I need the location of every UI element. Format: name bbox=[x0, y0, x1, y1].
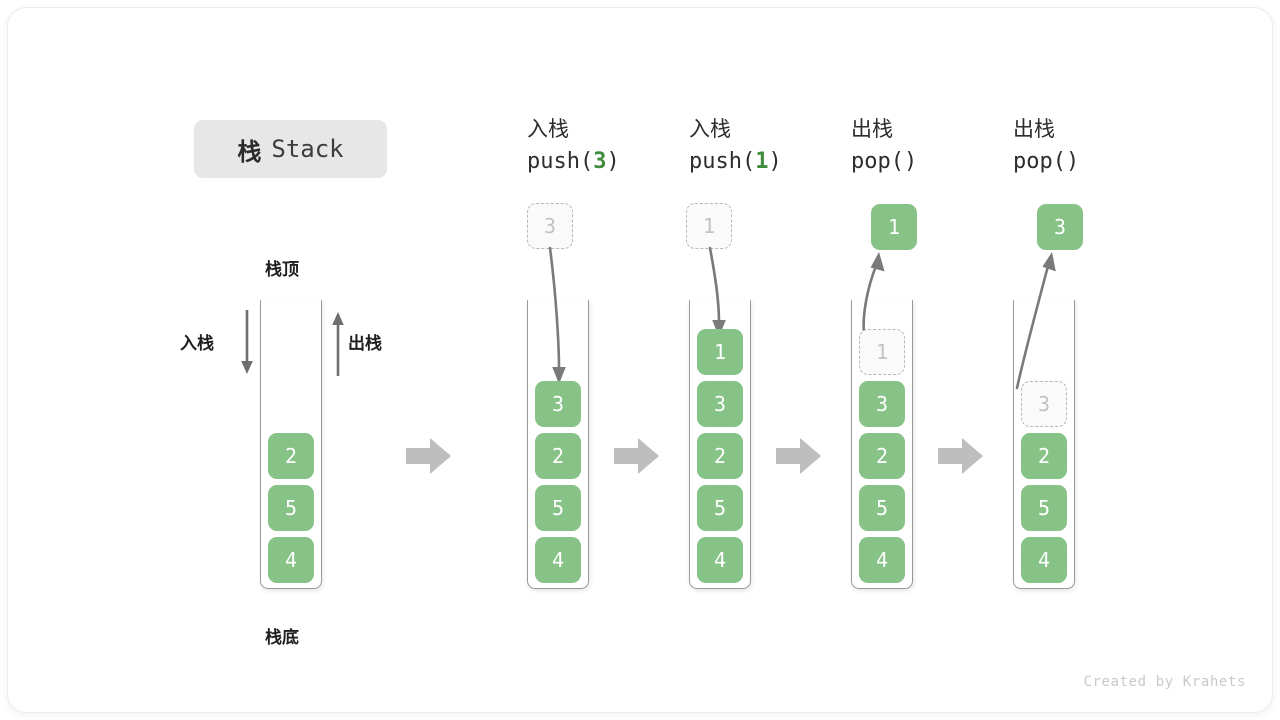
stack-cell: 5 bbox=[535, 485, 581, 531]
watermark: Created by Krahets bbox=[1083, 674, 1246, 690]
stack-cell: 4 bbox=[1021, 537, 1067, 583]
column-header-push-1: 入栈 push(1) bbox=[689, 116, 889, 177]
title-cn: 栈 bbox=[237, 137, 262, 166]
step-arrow-3 bbox=[776, 436, 822, 476]
incoming-value-ghost: 3 bbox=[527, 203, 573, 249]
incoming-value-ghost: 1 bbox=[686, 203, 732, 249]
stack-cell: 5 bbox=[268, 485, 314, 531]
stack-container-push-1 bbox=[689, 300, 751, 589]
step-arrow-2 bbox=[614, 436, 660, 476]
stack-cell: 2 bbox=[1021, 433, 1067, 479]
stack-cell: 4 bbox=[268, 537, 314, 583]
stack-top-label: 栈顶 bbox=[265, 260, 299, 280]
stack-cell: 2 bbox=[535, 433, 581, 479]
column-header-pop-2: 出栈 pop() bbox=[1013, 116, 1213, 177]
code-number: 3 bbox=[593, 149, 607, 175]
stack-bottom-label: 栈底 bbox=[265, 628, 299, 648]
push-direction-arrow bbox=[237, 308, 257, 378]
stack-cell-ghost: 3 bbox=[1021, 381, 1067, 427]
title-badge: 栈 Stack bbox=[194, 120, 387, 178]
stack-cell: 3 bbox=[697, 381, 743, 427]
stack-cell: 4 bbox=[859, 537, 905, 583]
stack-cell: 2 bbox=[859, 433, 905, 479]
column-header-code: push(3) bbox=[527, 149, 620, 175]
pop-flow-arrow-1 bbox=[848, 248, 918, 338]
column-header-code: pop() bbox=[851, 149, 918, 175]
column-header-cn: 出栈 bbox=[1013, 117, 1055, 141]
stack-container-push-3 bbox=[527, 300, 589, 589]
stack-cell: 5 bbox=[697, 485, 743, 531]
stack-cell: 5 bbox=[1021, 485, 1067, 531]
diagram-card: 栈 Stack 入栈 push(3) 入栈 push(1) 出栈 pop() 出… bbox=[8, 8, 1272, 712]
column-header-code: push(1) bbox=[689, 149, 782, 175]
stack-cell: 1 bbox=[697, 329, 743, 375]
stack-cell: 2 bbox=[697, 433, 743, 479]
column-header-cn: 入栈 bbox=[527, 117, 569, 141]
column-header-cn: 入栈 bbox=[689, 117, 731, 141]
pop-flow-arrow-3 bbox=[1003, 248, 1083, 393]
stack-container-pop-2 bbox=[1013, 300, 1075, 589]
stack-cell: 4 bbox=[535, 537, 581, 583]
stack-cell: 3 bbox=[535, 381, 581, 427]
stack-cell: 4 bbox=[697, 537, 743, 583]
pop-label: 出栈 bbox=[348, 334, 382, 354]
pop-direction-arrow bbox=[328, 308, 348, 378]
stack-cell: 2 bbox=[268, 433, 314, 479]
stack-cell: 3 bbox=[859, 381, 905, 427]
column-header-push-3: 入栈 push(3) bbox=[527, 116, 727, 177]
push-flow-arrow-3 bbox=[523, 244, 583, 394]
code-number: 1 bbox=[755, 149, 769, 175]
stack-cell: 5 bbox=[859, 485, 905, 531]
column-header-pop-1: 出栈 pop() bbox=[851, 116, 1051, 177]
stack-cell-ghost: 1 bbox=[859, 329, 905, 375]
popped-value: 1 bbox=[871, 204, 917, 250]
push-flow-arrow-1 bbox=[684, 244, 744, 349]
stack-container-initial bbox=[260, 300, 322, 589]
column-header-code: pop() bbox=[1013, 149, 1080, 175]
column-header-cn: 出栈 bbox=[851, 117, 893, 141]
stack-container-pop-1 bbox=[851, 300, 913, 589]
popped-value: 3 bbox=[1037, 204, 1083, 250]
title-en: Stack bbox=[271, 135, 344, 163]
step-arrow-1 bbox=[406, 436, 452, 476]
push-label: 入栈 bbox=[180, 334, 214, 354]
step-arrow-4 bbox=[938, 436, 984, 476]
